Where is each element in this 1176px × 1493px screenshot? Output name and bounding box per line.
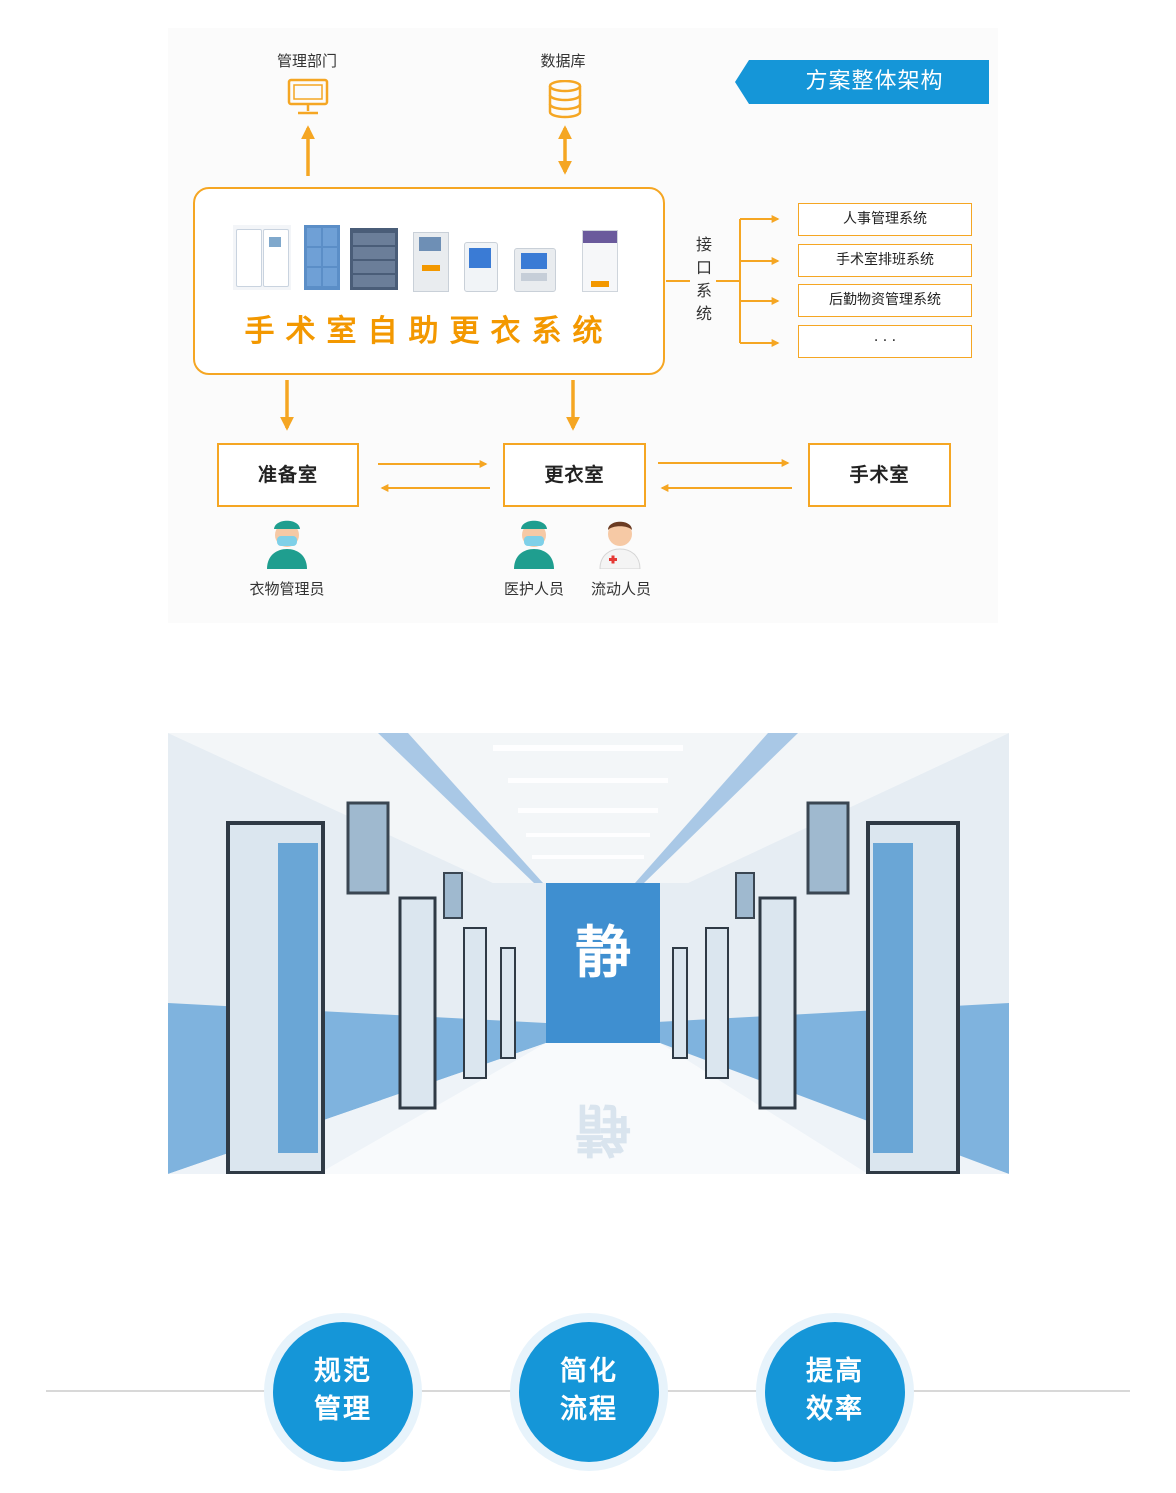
feature-line1: 规范	[314, 1356, 372, 1387]
interface-char: 口	[695, 258, 712, 277]
feature-circle	[765, 1322, 905, 1462]
feature-line1: 简化	[560, 1356, 618, 1387]
room-surgery: 手术室	[808, 443, 951, 507]
feature-text: 简化 流程	[519, 1353, 659, 1429]
room-prep: 准备室	[217, 443, 359, 507]
section-badge-title: 方案整体架构	[805, 69, 944, 94]
feature-standardized-management: 规范 管理	[264, 1313, 422, 1471]
monitor-icon	[287, 78, 329, 115]
database-label: 数据库	[540, 52, 586, 70]
feature-text: 规范 管理	[273, 1353, 413, 1429]
equipment-kiosk	[514, 248, 556, 292]
system-scheduling: 手术室排班系统	[798, 244, 972, 277]
clothing-admin-label: 衣物管理员	[249, 580, 325, 598]
section-badge	[735, 60, 989, 104]
feature-circle	[519, 1322, 659, 1462]
system-hr: 人事管理系统	[798, 203, 972, 236]
feature-line1: 提高	[806, 1356, 864, 1387]
medical-staff-label: 医护人员	[503, 580, 564, 598]
equipment-washer	[582, 230, 618, 292]
interface-char: 统	[695, 304, 712, 323]
feature-improve-efficiency: 提高 效率	[756, 1313, 914, 1471]
floor-reflection: 静	[575, 1096, 631, 1161]
database-icon	[548, 80, 582, 119]
system-logistics: 后勤物资管理系统	[798, 284, 972, 317]
doctor-icon	[599, 521, 641, 569]
feature-line2: 效率	[806, 1394, 864, 1425]
management-dept-label: 管理部门	[276, 52, 337, 70]
interface-char: 接	[695, 235, 712, 254]
feature-text: 提高 效率	[765, 1353, 905, 1429]
nurse-icon	[514, 520, 554, 569]
corridor-image: 静 静	[168, 733, 1009, 1174]
feature-line2: 流程	[560, 1394, 618, 1425]
visitor-label: 流动人员	[590, 580, 651, 598]
room-changing: 更衣室	[503, 443, 646, 507]
feature-simplified-process: 简化 流程	[510, 1313, 668, 1471]
wall-sign: 静	[575, 921, 631, 986]
equipment-terminal	[464, 242, 498, 292]
equipment-locker-blue	[304, 225, 340, 290]
equipment-locker-grey	[350, 228, 398, 290]
feature-circle	[273, 1322, 413, 1462]
equipment-cabinet-large	[233, 225, 291, 290]
interface-char: 系	[695, 281, 712, 300]
interface-label: 接 口 系 统	[694, 233, 714, 325]
feature-line2: 管理	[314, 1394, 372, 1425]
core-system-title: 手术室自助更衣系统	[244, 314, 614, 349]
corridor-illustration	[168, 733, 1009, 1174]
equipment-dispenser	[413, 232, 449, 292]
diagram-arrows	[280, 125, 792, 492]
nurse-icon	[267, 520, 307, 569]
system-more: · · ·	[798, 325, 972, 358]
